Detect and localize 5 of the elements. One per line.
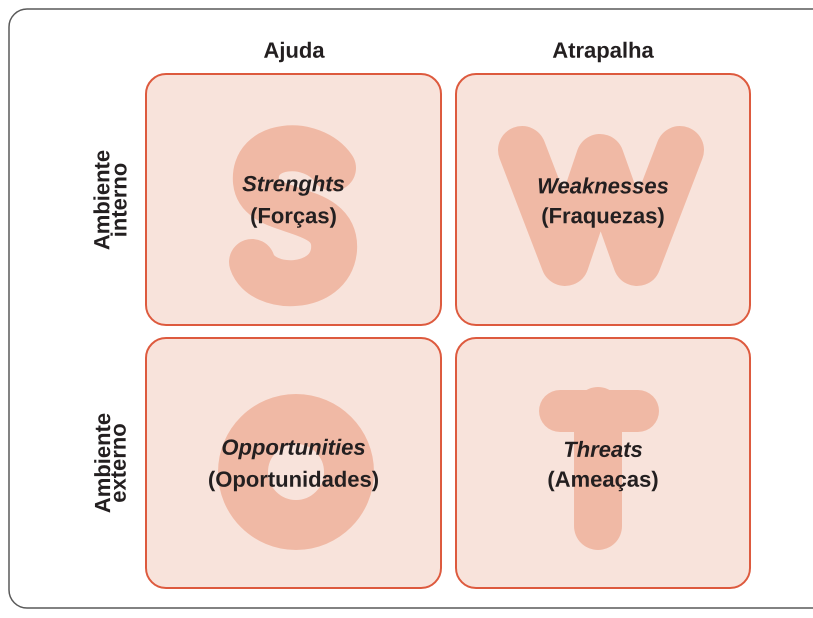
quadrant-box: Strenghts (Forças) (145, 73, 442, 326)
quadrant-box: Weaknesses (Fraquezas) (455, 73, 751, 326)
quadrant-box: Opportunities (Oportunidades) (145, 337, 442, 589)
row-heading: Ambiente externo (94, 414, 126, 513)
quadrant-box: Threats (Ameaças) (455, 337, 751, 589)
